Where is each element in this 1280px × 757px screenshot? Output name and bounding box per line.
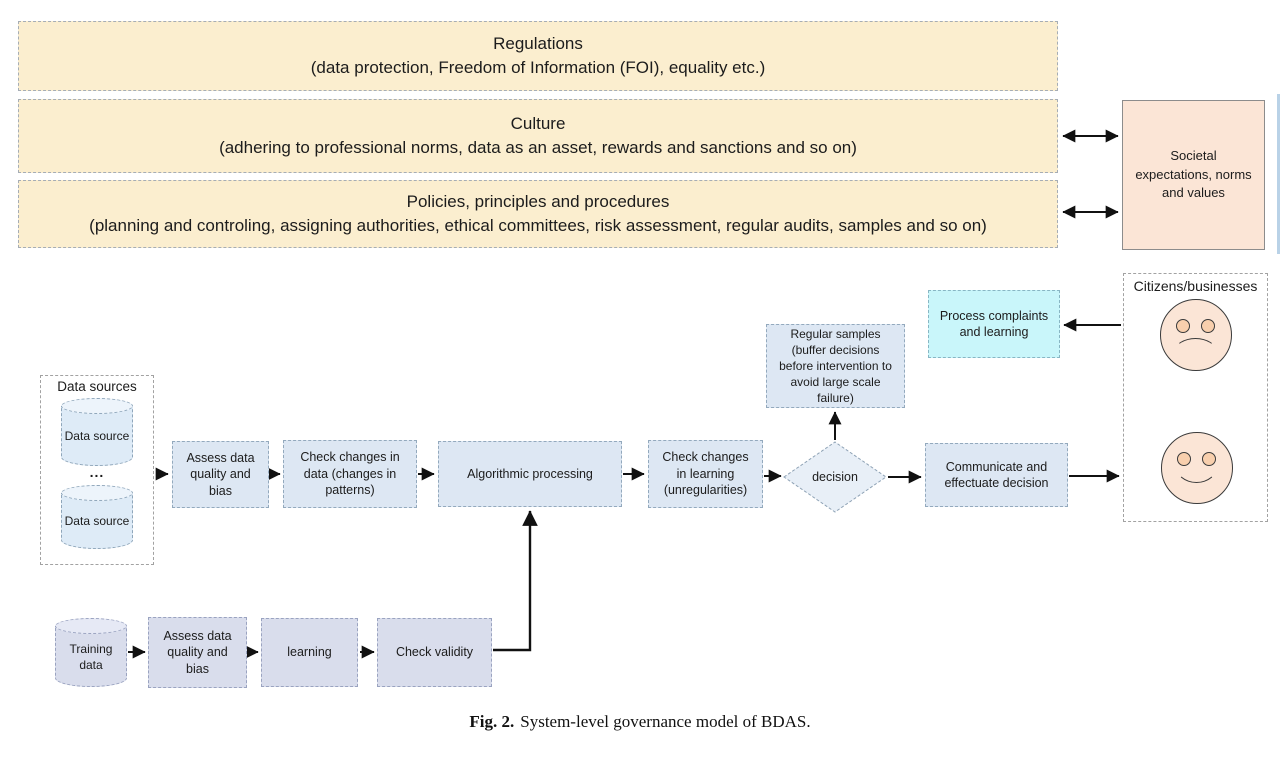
- cylinder-body: [61, 406, 133, 466]
- assess-data-quality-box: Assess data quality and bias: [172, 441, 269, 508]
- data-sources-ellipsis: ...: [89, 464, 105, 480]
- caption-prefix: Fig. 2.: [469, 712, 515, 731]
- happy-face-icon: [1161, 432, 1233, 504]
- frown-mouth: [1174, 338, 1217, 366]
- arrow-validity-algo: [493, 510, 538, 652]
- layer-culture: Culture (adhering to professional norms,…: [18, 99, 1058, 173]
- data-sources-title: Data sources: [57, 379, 137, 394]
- decision-label: decision: [812, 470, 858, 484]
- data-source-label-1: Data source: [64, 429, 130, 444]
- cylinder-body: [55, 626, 127, 687]
- societal-expectations-label: Societal expectations, norms and values: [1135, 147, 1252, 201]
- regulations-title: Regulations: [493, 34, 583, 53]
- layer-regulations: Regulations (data protection, Freedom of…: [18, 21, 1058, 91]
- assess-training-quality-box: Assess data quality and bias: [148, 617, 247, 688]
- data-source-cylinder-1: Data source: [61, 398, 133, 466]
- layer-policies: Policies, principles and procedures (pla…: [18, 180, 1058, 248]
- policies-detail: (planning and controling, assigning auth…: [89, 216, 987, 235]
- regular-samples-box: Regular samples (buffer decisions before…: [766, 324, 905, 408]
- figure-caption: Fig. 2. System-level governance model of …: [0, 712, 1280, 732]
- training-data-cylinder: Training data: [55, 618, 127, 687]
- check-validity-box: Check validity: [377, 618, 492, 687]
- check-changes-learning-box: Check changes in learning (unregularitie…: [648, 440, 763, 508]
- culture-detail: (adhering to professional norms, data as…: [219, 138, 857, 157]
- data-source-cylinder-2: Data source: [61, 485, 133, 549]
- regulations-detail: (data protection, Freedom of Information…: [310, 58, 766, 77]
- page-edge-artifact: [1277, 94, 1280, 254]
- citizens-businesses-group: Citizens/businesses: [1123, 273, 1268, 522]
- cylinder-top: [61, 485, 133, 501]
- caption-text: System-level governance model of BDAS.: [520, 712, 811, 731]
- data-source-label-2: Data source: [64, 514, 130, 529]
- check-changes-data-box: Check changes in data (changes in patter…: [283, 440, 417, 508]
- algorithmic-processing-box: Algorithmic processing: [438, 441, 622, 507]
- policies-title: Policies, principles and procedures: [406, 192, 670, 211]
- eye-icon: [1176, 319, 1190, 333]
- cylinder-body: [61, 493, 133, 549]
- citizens-businesses-label: Citizens/businesses: [1133, 278, 1258, 294]
- data-sources-group: Data sources Data source ... Data source: [40, 375, 154, 565]
- cylinder-top: [55, 618, 127, 634]
- cylinder-top: [61, 398, 133, 414]
- societal-expectations-box: Societal expectations, norms and values: [1122, 100, 1265, 250]
- smile-mouth: [1175, 447, 1218, 483]
- sad-face-icon: [1160, 299, 1232, 371]
- communicate-decision-box: Communicate and effectuate decision: [925, 443, 1068, 507]
- process-complaints-box: Process complaints and learning: [928, 290, 1060, 358]
- eye-icon: [1201, 319, 1215, 333]
- learning-box: learning: [261, 618, 358, 687]
- culture-title: Culture: [510, 114, 566, 133]
- training-data-label: Training data: [69, 641, 113, 672]
